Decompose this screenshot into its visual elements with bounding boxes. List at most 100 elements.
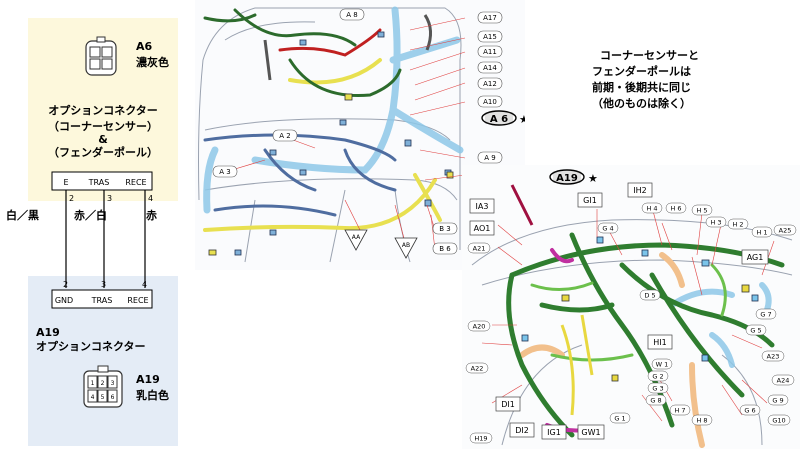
corner-sensor-label: （コーナーセンサー） <box>48 120 158 133</box>
label-b3: B 3 <box>439 225 450 233</box>
label-w1: W 1 <box>656 361 669 369</box>
label-g9: G 9 <box>772 397 783 405</box>
label-a2: A 2 <box>279 132 290 140</box>
label-g6: G 6 <box>744 407 755 415</box>
bottom-connector-box <box>51 289 153 309</box>
lower-box-labels: IA3 AO1 DI1 DI2 IG1 GW1 GI1 IH2 HI1 AG1 <box>469 182 769 440</box>
bottom-pin-gnd: GND <box>55 296 73 305</box>
a6-connector-icon <box>85 36 117 76</box>
label-a15: A15 <box>483 33 497 41</box>
a19-color-code: A19 <box>136 373 160 386</box>
note-line-3: 前期・後期共に同じ <box>592 80 691 94</box>
lower-small-labels: A21 A20 A22 H19 G 4 H 4 H 6 H 5 H 3 H 2 … <box>465 202 797 444</box>
a6-color: 濃灰色 <box>136 55 169 69</box>
compatibility-note: コーナーセンサーと フェンダーポールは 前期・後期共に同じ （他のものは除く） <box>592 49 699 110</box>
label-a10: A10 <box>483 98 497 106</box>
wire-color-red: 赤 <box>146 208 157 222</box>
connector-cell-5: 5 <box>101 394 105 401</box>
label-g3: G 3 <box>652 385 663 393</box>
label-a23: A23 <box>767 353 780 361</box>
top-pin-number-4: 4 <box>148 194 153 203</box>
label-h8: H 8 <box>696 417 707 425</box>
label-h4: H 4 <box>646 205 657 213</box>
a6-star-icon: ★ <box>519 113 525 126</box>
label-ig1: IG1 <box>547 428 561 437</box>
label-gi1: GI1 <box>583 196 597 205</box>
bottom-pin-number-2: 2 <box>63 280 68 289</box>
top-pin-number-3: 3 <box>107 194 112 203</box>
top-pin-rece: RECE <box>125 178 146 187</box>
label-hi1: HI1 <box>653 338 666 347</box>
label-g2: G 2 <box>652 373 663 381</box>
label-a21: A21 <box>473 245 486 253</box>
note-line-1: コーナーセンサーと <box>600 49 699 62</box>
label-ia3: IA3 <box>476 202 489 211</box>
label-ao1: AO1 <box>474 224 491 233</box>
a6-code: A6 <box>136 40 153 53</box>
label-g10: G10 <box>772 417 785 425</box>
bottom-pin-number-4: 4 <box>142 280 147 289</box>
label-gw1: GW1 <box>581 428 600 437</box>
label-a24: A24 <box>777 377 790 385</box>
note-line-4: （他のものは除く） <box>592 96 691 110</box>
a19-highlight-callout: A19 ★ <box>549 169 598 185</box>
dashboard-wiring-diagram: A19 ★ IA3 AO1 DI1 DI2 IG1 GW1 GI1 IH2 HI… <box>462 165 800 449</box>
label-h19: H19 <box>474 435 487 443</box>
label-a25: A25 <box>779 227 792 235</box>
label-aa: AA <box>352 234 361 241</box>
a19-connector-icon: 1 2 3 4 5 6 <box>83 365 123 408</box>
label-g5: G 5 <box>750 327 761 335</box>
top-pin-tras: TRAS <box>88 178 110 187</box>
wire-color-white-black: 白／黒 <box>6 208 39 222</box>
connector-cell-2: 2 <box>101 380 105 387</box>
ground-triangles: AA AB <box>344 229 418 259</box>
a19-title: オプションコネクター <box>36 339 146 353</box>
label-a17: A17 <box>483 14 497 22</box>
top-pin-number-2: 2 <box>69 194 74 203</box>
label-di2: DI2 <box>515 426 529 435</box>
label-h3: H 3 <box>710 219 721 227</box>
label-a12: A12 <box>483 80 497 88</box>
label-h7: H 7 <box>674 407 685 415</box>
connector-cell-6: 6 <box>111 394 115 401</box>
pinout-schematic: A6 濃灰色 オプションコネクター （コーナーセンサー） & （フェンダーポール… <box>6 18 178 446</box>
bottom-pin-rece: RECE <box>127 296 148 305</box>
fender-pole-label: （フェンダーポール） <box>48 145 158 159</box>
bottom-pin-tras: TRAS <box>91 296 113 305</box>
label-d5: D 5 <box>644 292 655 300</box>
label-ih2: IH2 <box>633 186 646 195</box>
wire-color-red-white: 赤／白 <box>74 208 107 222</box>
label-g1: G 1 <box>614 415 625 423</box>
label-a19-highlight: A19 <box>556 173 578 184</box>
option-connector-title: オプションコネクター <box>48 103 158 117</box>
label-di1: DI1 <box>501 400 515 409</box>
label-a9: A 9 <box>484 154 495 162</box>
label-ag1: AG1 <box>747 253 764 262</box>
bottom-pin-number-3: 3 <box>101 280 106 289</box>
label-ab: AB <box>402 242 410 249</box>
label-a8: A 8 <box>346 11 357 19</box>
a19-star-icon: ★ <box>588 172 598 185</box>
a6-highlight-callout: A 6 ★ <box>481 110 525 126</box>
label-h1: H 1 <box>756 229 767 237</box>
label-a6-highlight: A 6 <box>490 114 508 125</box>
a19-color: 乳白色 <box>136 388 169 402</box>
label-a22: A22 <box>471 365 484 373</box>
connector-cell-1: 1 <box>91 380 95 387</box>
label-b6: B 6 <box>439 245 451 253</box>
label-g7: G 7 <box>760 311 771 319</box>
connector-cell-4: 4 <box>91 394 95 401</box>
label-h6: H 6 <box>670 205 681 213</box>
top-connector-box <box>51 171 153 191</box>
ampersand-label: & <box>98 133 108 146</box>
label-a11: A11 <box>483 48 497 56</box>
note-line-2: フェンダーポールは <box>592 64 691 78</box>
label-h2: H 2 <box>732 221 743 229</box>
top-pin-e: E <box>63 178 68 187</box>
label-a14: A14 <box>483 64 497 72</box>
engine-bay-wiring-diagram: A 8 A 2 A 3 A17 A15 A11 A14 A12 A10 A 9 … <box>195 0 525 270</box>
label-h5: H 5 <box>696 207 707 215</box>
label-g8: G 8 <box>650 397 661 405</box>
label-g4: G 4 <box>602 225 613 233</box>
label-a3: A 3 <box>219 168 230 176</box>
